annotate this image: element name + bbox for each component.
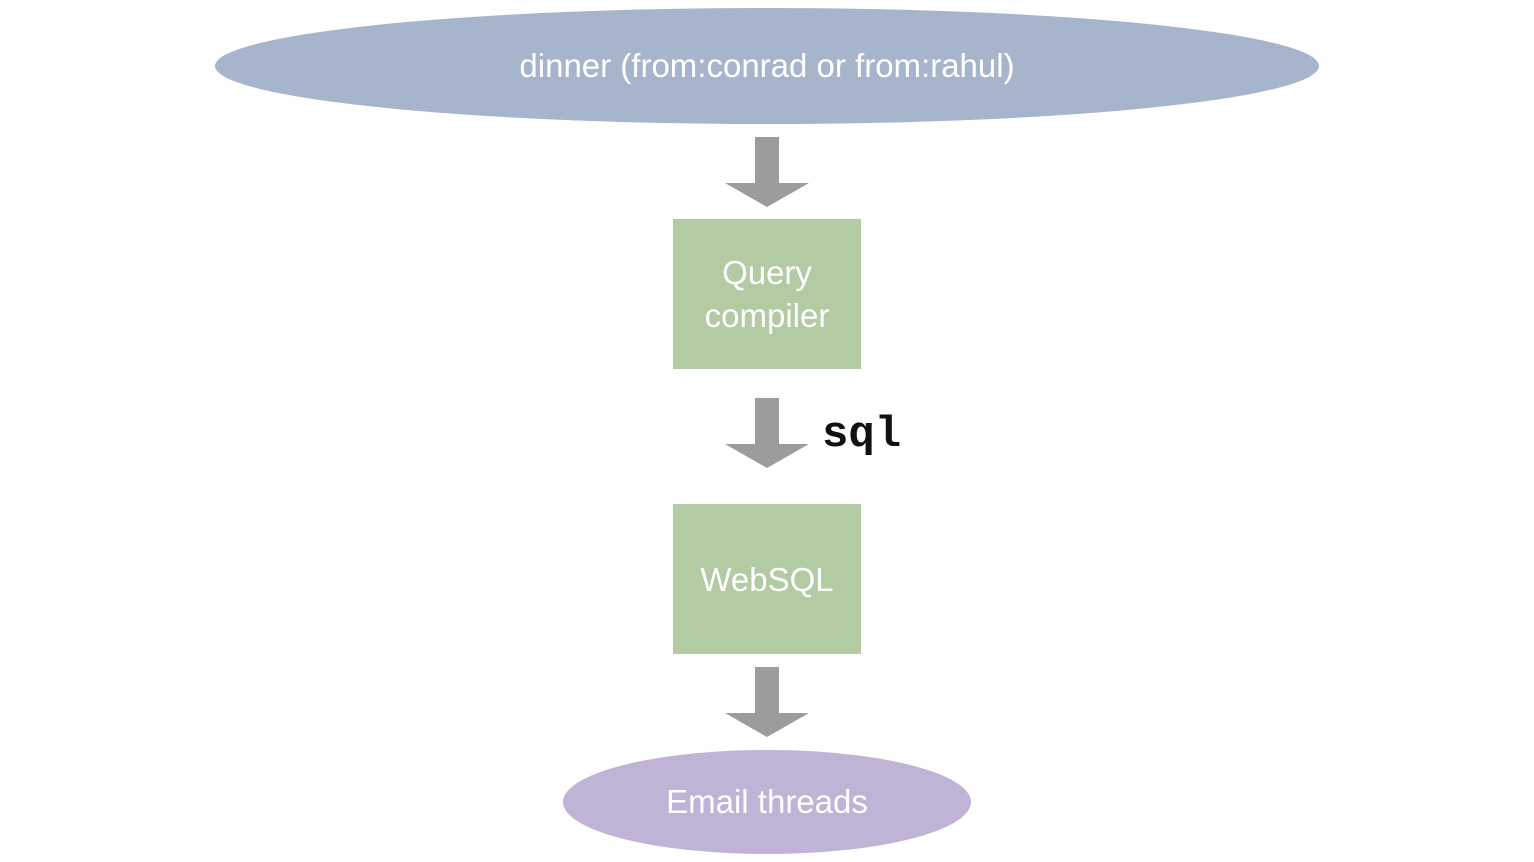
down-arrow-icon — [725, 667, 809, 737]
search-query-node: dinner (from:conrad or from:rahul) — [215, 8, 1319, 124]
down-arrow-icon — [725, 137, 809, 207]
email-threads-label: Email threads — [666, 783, 868, 820]
query-compiler-node: Query compiler — [673, 219, 861, 369]
email-threads-node: Email threads — [563, 750, 971, 854]
websql-label: WebSQL — [700, 560, 834, 598]
query-compiler-label: Query compiler — [704, 254, 830, 334]
search-query-label: dinner (from:conrad or from:rahul) — [519, 47, 1015, 84]
sql-edge-label: sql — [822, 410, 902, 460]
websql-node: WebSQL — [673, 504, 861, 654]
down-arrow-icon — [725, 398, 809, 468]
